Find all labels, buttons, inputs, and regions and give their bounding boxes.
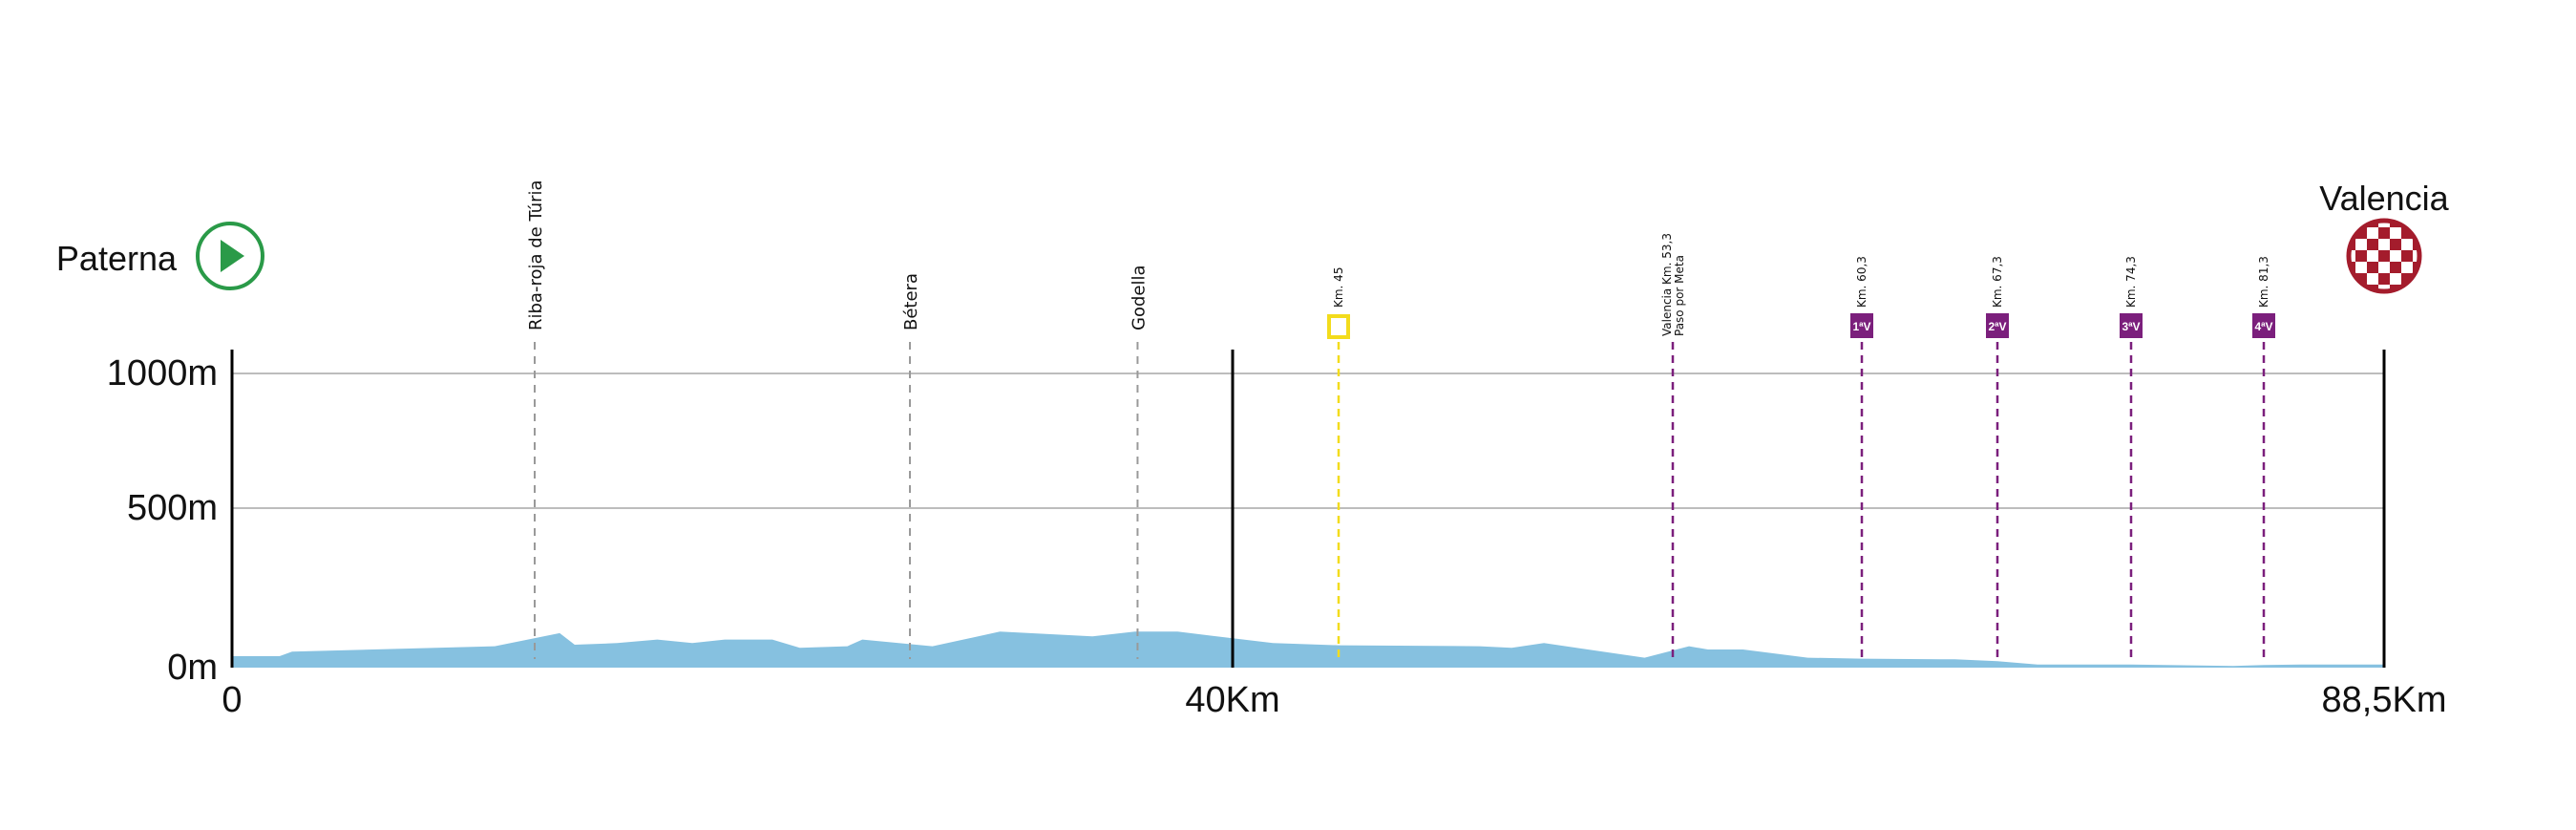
checker-square <box>2367 262 2378 273</box>
lap-km-label: Km. 74,3 <box>2124 256 2138 308</box>
play-icon <box>221 240 244 272</box>
finish-pass-label: Paso por Meta <box>1673 255 1686 336</box>
town-label: Godella <box>1129 266 1149 331</box>
y-tick-label: 0m <box>167 648 218 688</box>
elevation-profile-area <box>232 631 2384 668</box>
start-town-label: Paterna <box>56 239 178 278</box>
checker-square <box>2378 250 2390 262</box>
finish-town-label: Valencia <box>2319 179 2449 218</box>
y-tick-label: 500m <box>127 488 218 528</box>
checkered-flag-icon <box>2349 221 2419 291</box>
x-tick-label: 0 <box>222 680 242 720</box>
checker-square <box>2378 273 2390 285</box>
lap-badge-label: 4ªV <box>2254 320 2272 333</box>
lap-badge <box>1986 313 2009 338</box>
finish-icon-ring <box>2346 218 2422 294</box>
checker-square <box>2349 285 2355 291</box>
sprint-km-label: Km. 45 <box>1332 267 1345 308</box>
town-label: Riba-roja de Túria <box>526 180 546 330</box>
town-label: Bétera <box>901 273 921 330</box>
lap-km-label: Km. 81,3 <box>2257 256 2270 308</box>
x-tick-label: 88,5Km <box>2322 680 2447 720</box>
lap-badge-label: 1ªV <box>1852 320 1870 333</box>
lap-km-label: Km. 60,3 <box>1855 256 1869 308</box>
lap-badge <box>1850 313 1873 338</box>
checker-square <box>2378 227 2390 239</box>
checker-square <box>2390 239 2401 250</box>
lap-badge-label: 2ªV <box>1988 320 2006 333</box>
checker-square <box>2355 250 2367 262</box>
finish-pass-label: Valencia Km. 53,3 <box>1660 233 1674 336</box>
checker-square <box>2390 262 2401 273</box>
checker-square <box>2401 250 2413 262</box>
checker-square <box>2413 285 2419 291</box>
y-tick-label: 1000m <box>107 353 218 394</box>
lap-km-label: Km. 67,3 <box>1991 256 2004 308</box>
lap-badge <box>2120 313 2143 338</box>
checker-square <box>2367 239 2378 250</box>
sprint-icon <box>1327 314 1350 339</box>
lap-badge-label: 3ªV <box>2122 320 2140 333</box>
lap-badge <box>2252 313 2275 338</box>
x-tick-label: 40Km <box>1185 680 1279 720</box>
